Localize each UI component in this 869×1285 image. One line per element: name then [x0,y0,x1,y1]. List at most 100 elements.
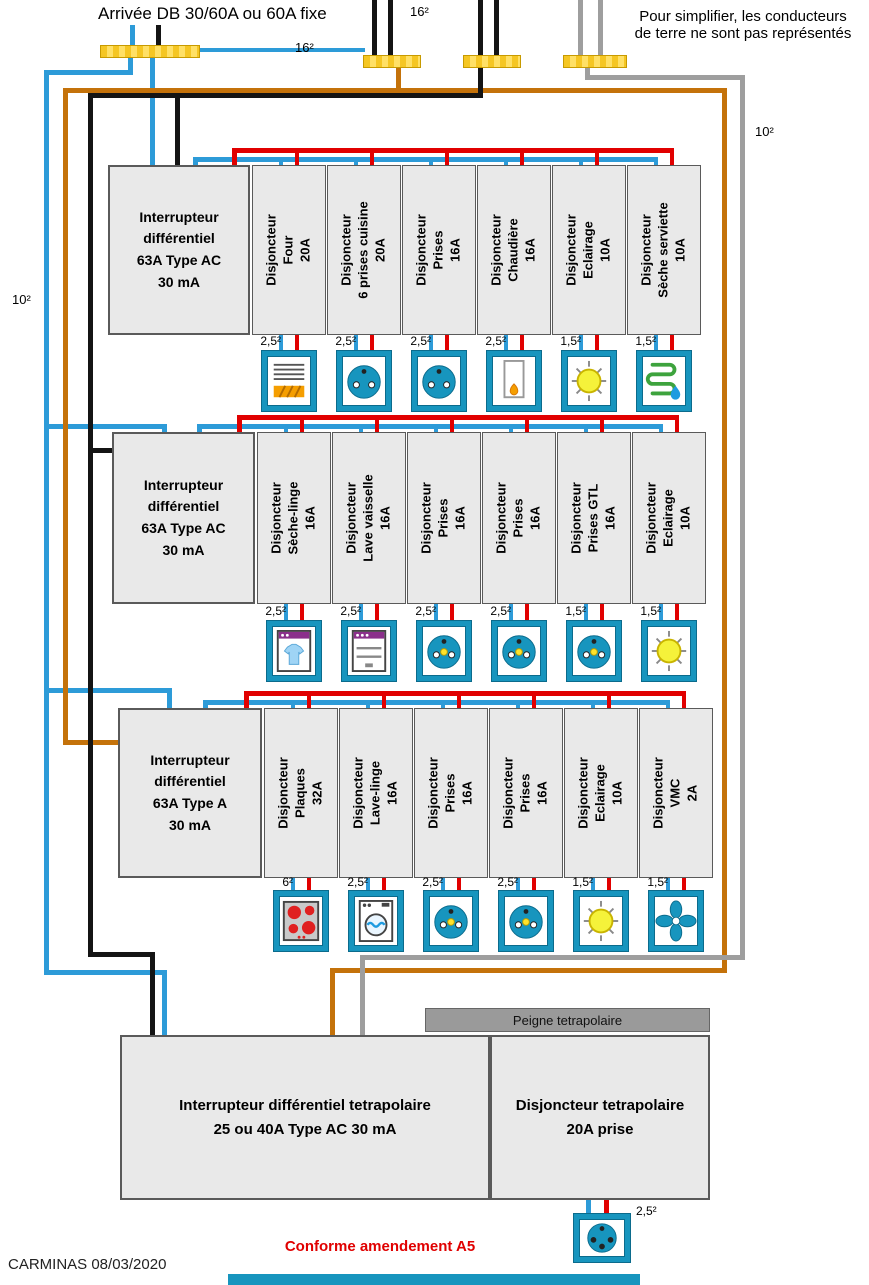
wire [372,0,377,55]
wire [370,148,374,165]
wire-size-label: 2,5² [260,334,281,348]
socket-icon [411,350,467,412]
wire-size-label: 10² [12,292,31,307]
diagram-title: Arrivée DB 30/60A ou 60A fixe [98,4,327,23]
fan-icon [648,890,704,952]
wire-size-label: 1,5² [560,334,581,348]
wire [330,968,727,973]
wire [578,0,583,55]
busbar [463,55,521,68]
wire [504,157,508,165]
wire [44,70,133,75]
wire [354,157,358,165]
wire [237,415,242,432]
wire [382,691,386,708]
wire [167,688,172,708]
breaker-chaudiere: Disjoncteur Chaudière 16A [477,165,551,335]
wire-size-label: 1,5² [565,604,586,618]
wire [193,157,198,165]
busbar [363,55,421,68]
differential-interrupter-1: Interrupteur différentiel 63A Type AC 30… [108,165,250,335]
wire [579,157,583,165]
breaker-seche-serviette: Disjoncteur Sèche serviette 10A [627,165,701,335]
wire-size-label: 2,5² [490,604,511,618]
oven-icon [261,350,317,412]
breaker-prises: Disjoncteur Prises 16A [407,432,481,604]
tetrapolar-socket-icon [573,1213,631,1263]
wire-size-label: 1,5² [640,604,661,618]
wire [232,148,237,165]
wire [244,691,686,696]
breaker-prises-gtl: Disjoncteur Prises GTL 16A [557,432,631,604]
wire [516,700,520,708]
wire [366,700,370,708]
dishwasher-icon [341,620,397,682]
wire [307,691,311,708]
breaker-vmc: Disjoncteur VMC 2A [639,708,713,878]
wire [654,157,658,165]
wire [591,878,595,890]
breaker-seche-linge: Disjoncteur Sèche-linge 16A [257,432,331,604]
socket-icon [498,890,554,952]
wire [525,604,529,620]
wire [279,335,283,350]
wire [584,604,588,620]
wire [150,57,155,165]
wire [434,604,438,620]
wire [156,25,161,45]
peigne-tetrapolaire: Peigne tetrapolaire [425,1008,710,1032]
wire [585,67,590,77]
wire [516,878,520,890]
wire [63,740,123,745]
wire [63,88,68,745]
wire [88,448,116,453]
tetrapolar-interrupter-label: Interrupteur différentiel tetrapolaire 2… [179,1096,431,1138]
wire [504,335,508,350]
wire [584,424,588,432]
wire [88,93,93,955]
wire [291,878,295,890]
wire [375,604,379,620]
wire [525,415,529,432]
socket-icon [416,620,472,682]
wire [457,691,461,708]
wire [429,157,433,165]
wire [434,424,438,432]
wire [659,424,663,432]
bulb-icon [573,890,629,952]
wire [200,48,365,52]
wire [666,878,670,890]
wire [532,878,536,890]
wire [591,700,595,708]
wire-size-label: 2,5² [422,875,443,889]
wire [203,700,208,708]
wire [520,148,524,165]
cooktop-icon [273,890,329,952]
wire [441,878,445,890]
wire [295,148,299,165]
dryer-icon [266,620,322,682]
wire [237,415,679,420]
wire-size-label: 2,5² [415,604,436,618]
wire [595,148,599,165]
wire [295,335,299,350]
wire [300,415,304,432]
wire [360,955,365,1035]
wire [682,878,686,890]
wire [478,67,483,95]
washer-icon [348,890,404,952]
wire [360,955,745,960]
wire [175,93,180,165]
wire-size-label: 2,5² [340,604,361,618]
wire [740,75,745,958]
towel-dryer-icon [636,350,692,412]
wire-size-label: 2,5² [410,334,431,348]
wire [607,878,611,890]
wire [457,878,461,890]
wire [197,424,663,429]
bottom-bar [228,1274,640,1285]
wire [509,604,513,620]
wire [359,424,363,432]
wire [509,424,513,432]
wire [666,700,670,708]
